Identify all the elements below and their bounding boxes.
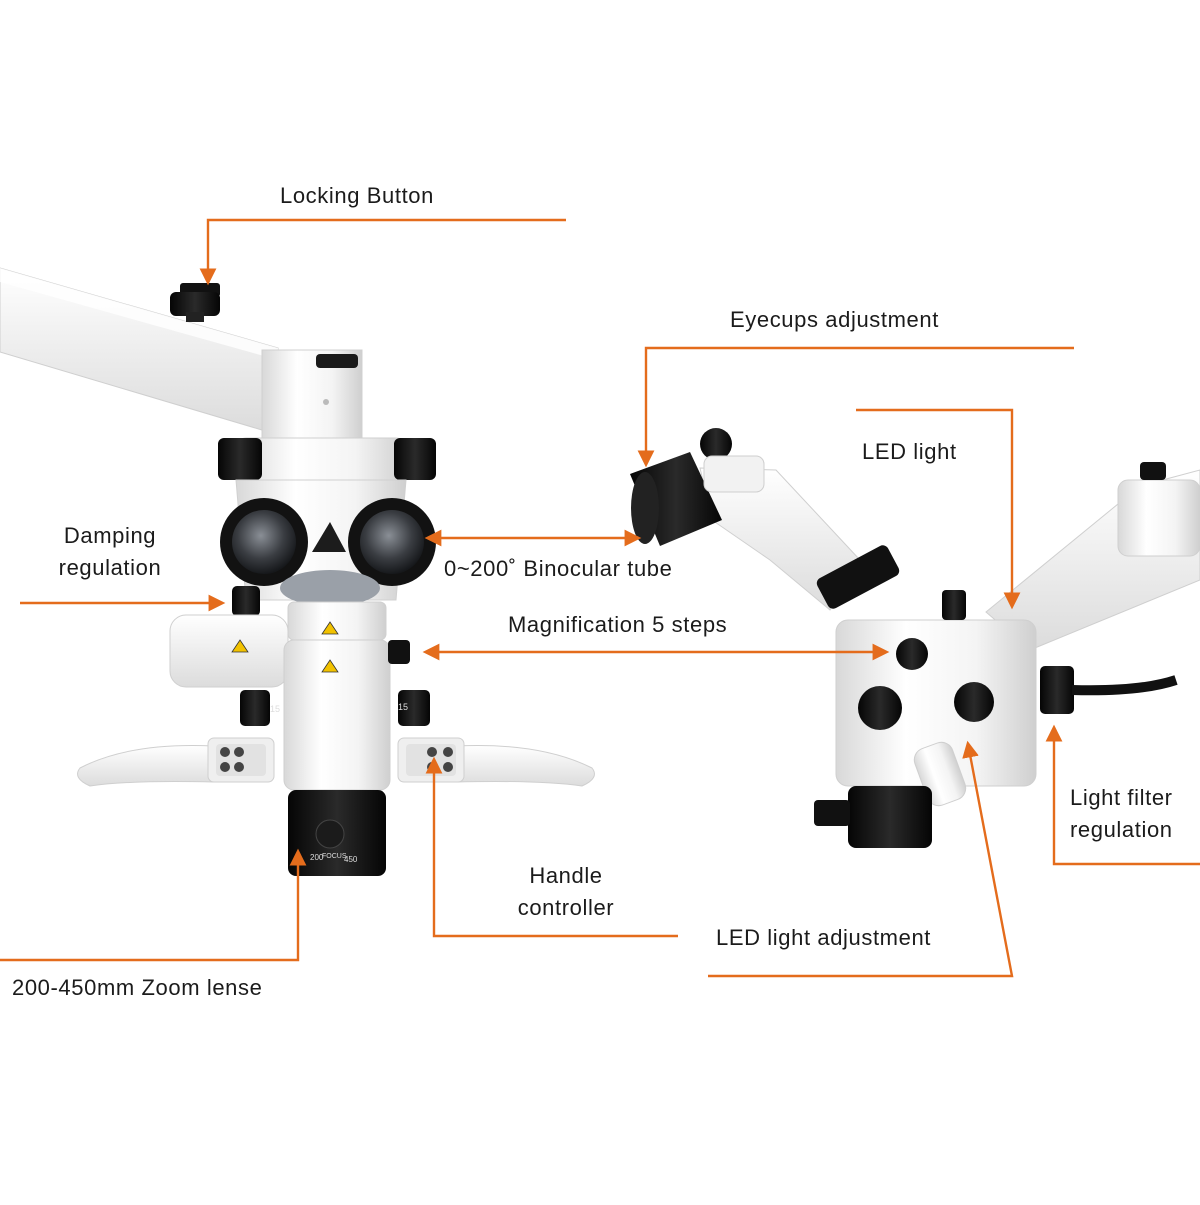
label-binocular-tube: 0~200˚ Binocular tube: [444, 556, 673, 581]
side-objective: [848, 786, 932, 848]
label-light-filter-regulation: Light filter regulation: [1070, 782, 1173, 846]
tilted-binocular-tube: [630, 428, 900, 611]
label-light-filter-line1: Light filter: [1070, 785, 1173, 810]
focus-mark: FOCUS: [322, 853, 347, 860]
locking-knob: [170, 283, 220, 322]
label-handle-controller: Handle controller: [496, 860, 636, 924]
callout-locking-button: [199, 218, 566, 286]
label-magnification: Magnification 5 steps: [508, 612, 728, 637]
zoom-max-mark: 450: [344, 855, 358, 864]
zoom-min-mark: 200: [310, 853, 324, 862]
support-arm: [0, 267, 363, 441]
zoom-objective: 200 FOCUS 450: [288, 790, 386, 876]
label-led-light: LED light: [862, 439, 957, 464]
callout-led-light: [856, 408, 1021, 610]
label-locking-button: Locking Button: [280, 183, 434, 208]
label-eyecups-adjustment: Eyecups adjustment: [730, 307, 939, 332]
label-led-light-adjustment: LED light adjustment: [716, 925, 931, 950]
label-handle-line2: controller: [517, 895, 615, 920]
handles: [77, 737, 595, 787]
side-microscope: [630, 428, 1200, 848]
label-damping-regulation: Damping regulation: [40, 520, 180, 584]
knob-number-left: 15: [270, 704, 280, 714]
side-light-cylinder: [169, 614, 289, 688]
callout-led-adjustment: [708, 740, 1014, 978]
callout-lines: [0, 218, 1200, 978]
label-damping-line2: regulation: [58, 555, 162, 580]
label-damping-line1: Damping: [63, 523, 157, 548]
callout-handle-controller: [425, 756, 678, 938]
label-zoom-lense: 200-450mm Zoom lense: [12, 975, 263, 1000]
eyepieces: [220, 498, 436, 606]
damping-knob: [232, 586, 260, 616]
side-body: [835, 590, 1178, 807]
front-microscope: 15 15 200 FOCUS 450: [0, 267, 595, 876]
knob-number-right: 15: [398, 702, 408, 712]
label-light-filter-line2: regulation: [1070, 817, 1173, 842]
callout-light-filter: [1045, 724, 1200, 866]
callout-zoom-lense: [0, 848, 307, 962]
callout-eyecups: [637, 346, 1074, 468]
label-handle-line1: Handle: [529, 863, 603, 888]
